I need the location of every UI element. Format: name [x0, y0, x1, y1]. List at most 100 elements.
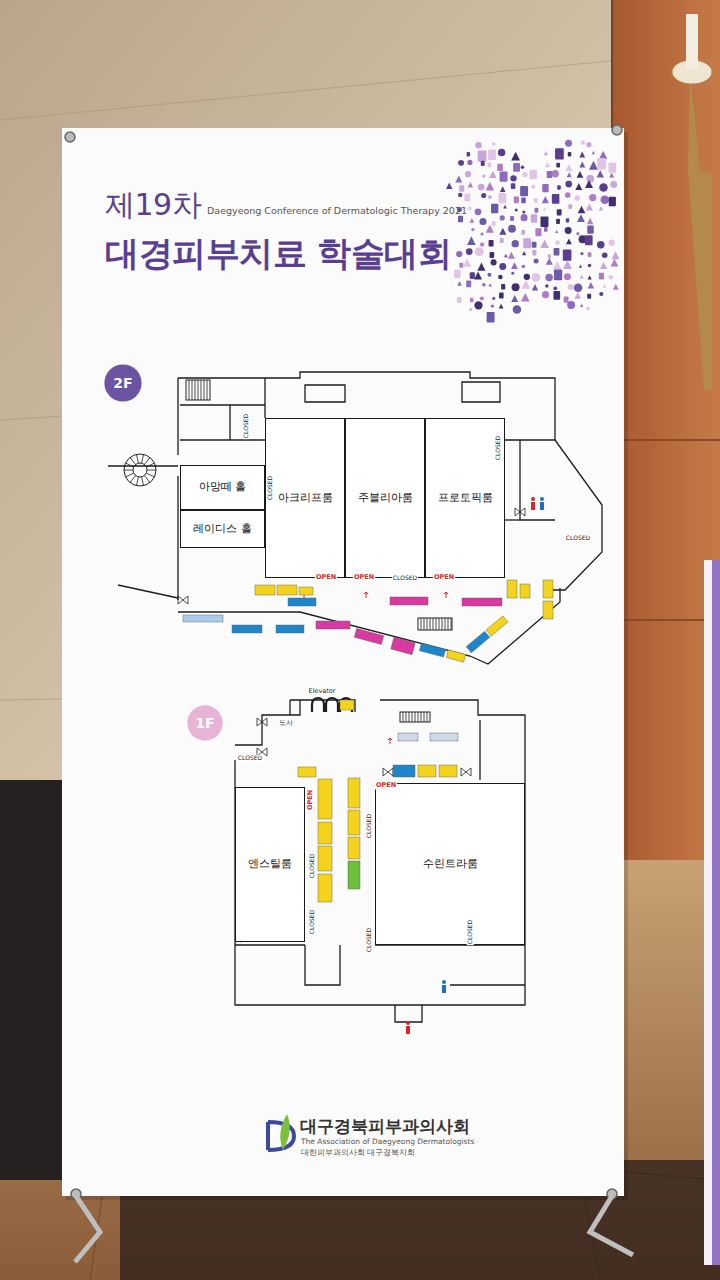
icon-triangle: [600, 262, 607, 269]
icon-dot: [468, 207, 472, 211]
icon-block: [556, 219, 560, 224]
icon-block: [564, 297, 569, 303]
icon-dot: [576, 232, 579, 235]
icon-block: [521, 230, 525, 235]
icon-block: [609, 197, 616, 206]
wall-line: [229, 405, 230, 440]
wall-line: [264, 378, 265, 418]
icon-triangle: [511, 262, 518, 269]
icon-block: [500, 171, 508, 181]
icon-triangle: [511, 152, 520, 161]
icon-dot: [586, 307, 590, 311]
icon-dot: [565, 227, 572, 234]
seminar-room: 주블리아룸: [345, 418, 425, 578]
icon-block: [552, 194, 560, 204]
room-name: 프로토픽룸: [438, 492, 493, 505]
icon-triangle: [599, 206, 603, 210]
icon-dot: [474, 301, 482, 309]
icon-triangle: [455, 175, 462, 182]
icon-block: [513, 163, 520, 172]
wall-line: [180, 439, 265, 440]
icon-triangle: [577, 214, 585, 222]
icon-dot: [500, 215, 505, 220]
booth-block: [390, 597, 428, 605]
icon-block: [554, 269, 562, 280]
icon-triangle: [586, 204, 593, 211]
toilet-icon: [540, 497, 544, 510]
icon-dot: [480, 296, 484, 300]
wall-line: [462, 382, 500, 402]
wall-line: [235, 944, 305, 945]
icon-block: [587, 294, 591, 299]
icon-dot: [555, 240, 560, 245]
icon-triangle: [611, 259, 619, 267]
icon-triangle: [580, 304, 583, 307]
icon-block: [540, 217, 548, 227]
icon-dot: [586, 175, 594, 183]
icon-dot: [512, 240, 519, 247]
door-status: CLOSED: [243, 413, 250, 439]
icon-triangle: [508, 252, 515, 259]
icon-dot: [465, 171, 471, 177]
icon-dot: [522, 210, 525, 213]
icon-dot: [567, 301, 575, 309]
spiral-stair: [124, 454, 156, 486]
icon-dot: [545, 274, 553, 282]
conference-title: 제19차 대경피부치료 학술대회: [105, 181, 490, 277]
icon-block: [531, 214, 538, 222]
icon-dot: [521, 166, 524, 169]
icon-triangle: [579, 152, 585, 158]
icon-block: [467, 152, 471, 157]
icon-triangle: [585, 180, 593, 188]
icon-block: [568, 204, 572, 209]
room-name: 엔스틸룸: [248, 858, 292, 871]
door-status: CLOSED: [565, 535, 591, 542]
floor-badge: 2F: [104, 364, 142, 402]
icon-block: [553, 291, 560, 300]
seminar-room: 엔스틸룸: [235, 787, 305, 942]
stair-hatch: [418, 618, 452, 630]
icon-triangle: [567, 172, 572, 177]
icon-block: [566, 218, 569, 222]
icon-triangle: [540, 239, 549, 248]
booth-block: [391, 637, 415, 654]
icon-triangle: [580, 275, 584, 279]
icon-triangle: [457, 281, 462, 286]
icon-block: [557, 185, 561, 190]
icon-dot: [565, 192, 571, 198]
stair-hatch: [400, 712, 430, 722]
icon-dot: [475, 209, 482, 216]
wall-line: [305, 945, 340, 985]
icon-block: [521, 197, 526, 203]
booth-block: [486, 616, 508, 636]
icon-dot: [499, 263, 506, 270]
icon-block: [599, 273, 604, 280]
icon-block: [597, 158, 606, 169]
icon-dot: [522, 172, 527, 177]
booth-block: [318, 779, 332, 819]
icon-block: [459, 185, 464, 192]
icon-triangle: [486, 225, 494, 233]
icon-block: [548, 254, 551, 258]
icon-block: [534, 198, 538, 203]
icon-dot: [467, 160, 472, 165]
icon-triangle: [511, 295, 518, 302]
icon-dot: [580, 252, 583, 255]
icon-dot: [609, 275, 613, 279]
toilet-icon: [442, 980, 446, 993]
booth-block: [543, 601, 553, 619]
icon-block: [464, 194, 470, 202]
door-status: CLOSED: [366, 927, 373, 953]
conference-subtitle: Daegyeong Conference of Dermatologic The…: [207, 206, 467, 216]
icon-block: [499, 193, 507, 203]
seminar-room: 아크리프룸: [265, 418, 345, 578]
icon-dot: [482, 283, 486, 287]
icon-dot: [491, 259, 497, 265]
icon-dot: [602, 252, 608, 258]
wall-line: [177, 476, 178, 600]
icon-triangle: [474, 272, 482, 280]
icon-triangle: [463, 258, 471, 266]
door-status: OPEN: [307, 789, 314, 811]
icon-dot: [456, 251, 462, 257]
icon-triangle: [521, 280, 530, 289]
